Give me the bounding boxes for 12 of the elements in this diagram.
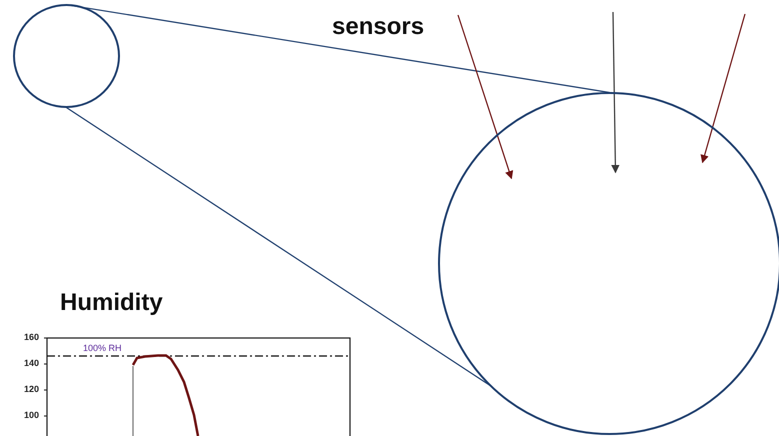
circle-outline	[438, 92, 779, 435]
annotation-label: 100% RH	[83, 343, 122, 354]
circle-outline	[13, 4, 120, 108]
arrow	[611, 12, 620, 174]
arrow	[700, 14, 746, 164]
tick-label: 100	[24, 410, 40, 421]
chart-title: Humidity	[60, 289, 163, 317]
tick-label: 140	[24, 358, 40, 369]
heading-text: sensors	[332, 13, 424, 41]
tick-label: 160	[24, 332, 40, 343]
tick-label: 120	[24, 384, 40, 395]
arrow	[457, 14, 514, 180]
